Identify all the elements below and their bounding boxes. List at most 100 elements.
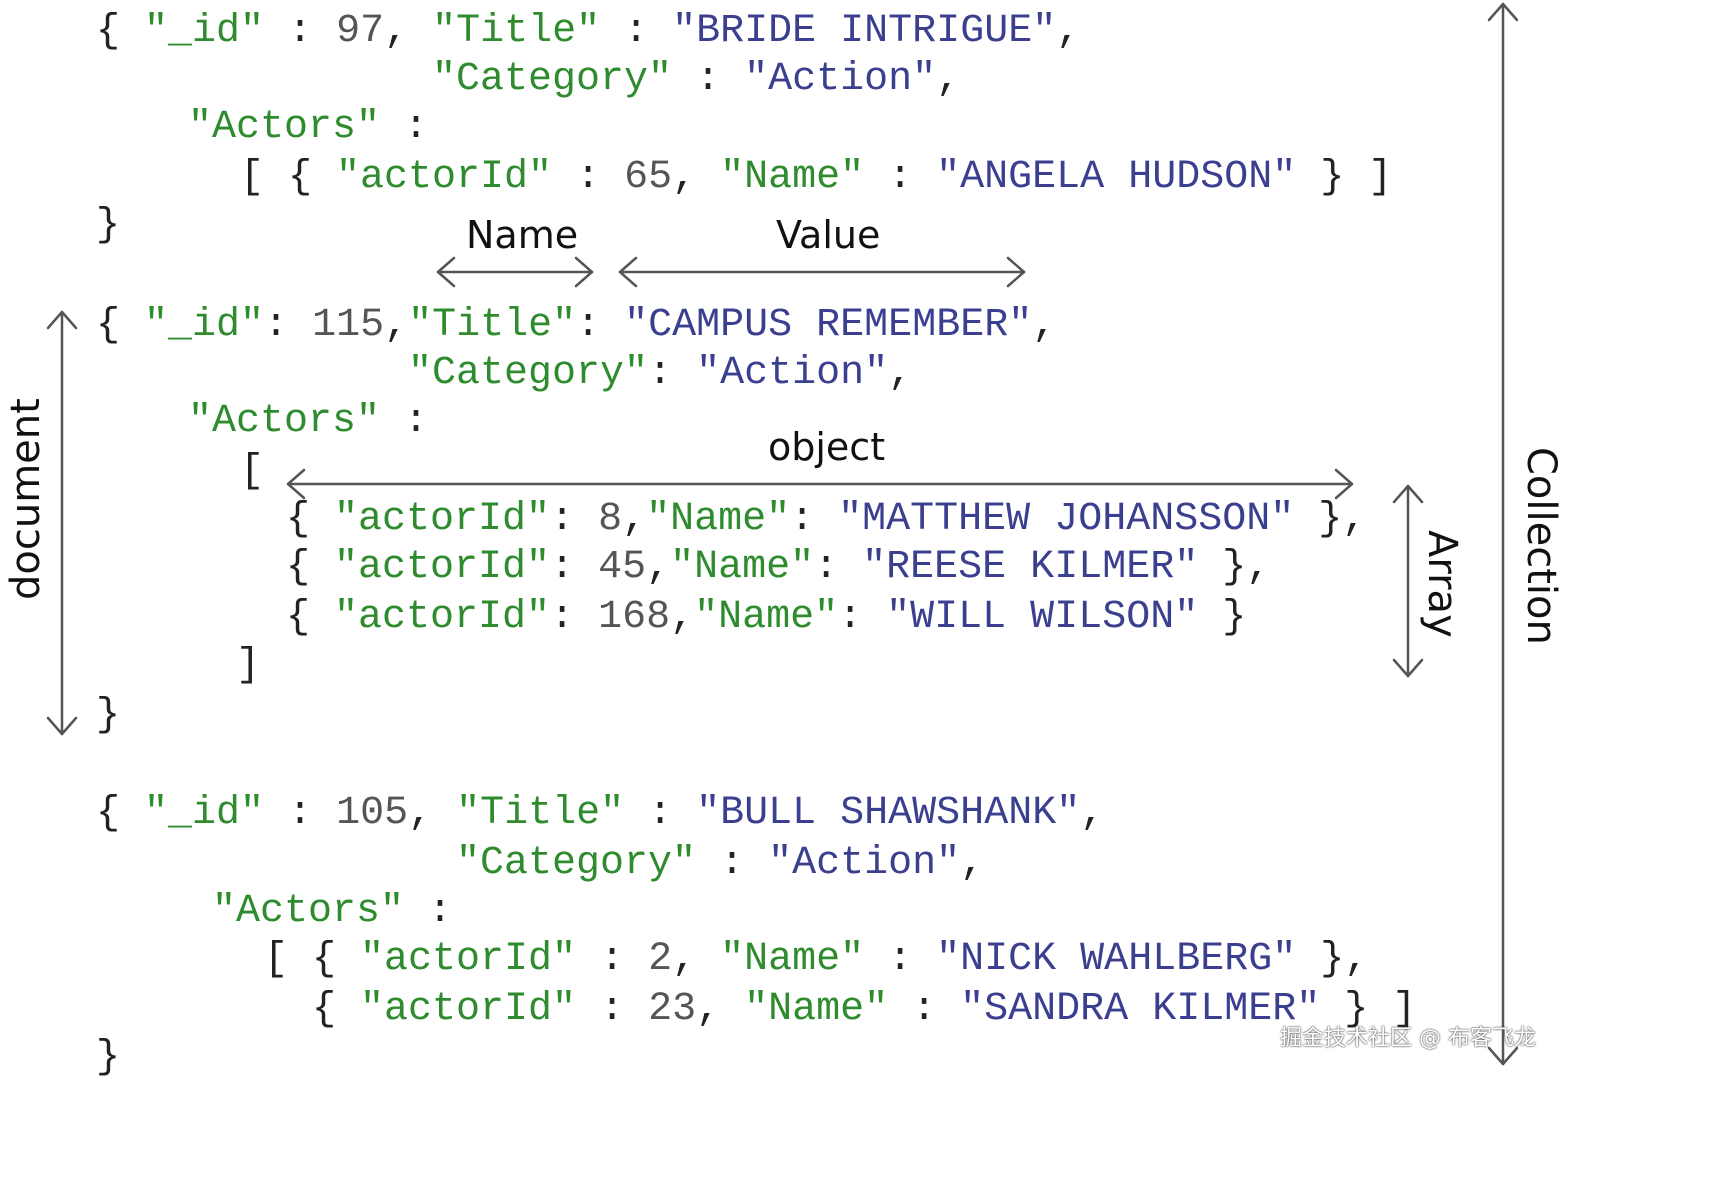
doc2-line7: { "actorId": 168,"Name": "WILL WILSON" } [286, 598, 1246, 638]
json-string: "BULL SHAWSHANK" [696, 791, 1081, 836]
json-string: "CAMPUS REMEMBER" [624, 303, 1033, 348]
doc1-line2: "Category" : "Action", [432, 60, 960, 100]
json-punct: : [672, 57, 745, 102]
json-punct: , [696, 987, 745, 1032]
json-key: "Actors" [188, 105, 381, 150]
json-key: "actorId" [334, 545, 551, 590]
json-key: "Name" [720, 937, 865, 982]
json-punct: , [936, 57, 961, 102]
json-punct: : [550, 545, 599, 590]
json-key: "Name" [694, 595, 839, 640]
json-punct: : [380, 105, 429, 150]
json-key: "Title" [408, 303, 577, 348]
json-key: "Category" [432, 57, 673, 102]
doc3-line3: "Actors" : [212, 892, 452, 932]
json-punct: , [1056, 9, 1081, 54]
json-punct: , [960, 841, 985, 886]
doc2-line6: { "actorId": 45,"Name": "REESE KILMER" }… [286, 548, 1270, 588]
json-key: "actorId" [334, 497, 551, 542]
json-punct: { [96, 791, 145, 836]
collection-arrow [1487, 2, 1519, 1066]
name-arrow [436, 256, 594, 288]
json-string: "BRIDE INTRIGUE" [672, 9, 1057, 54]
doc3-line1: { "_id" : 105, "Title" : "BULL SHAWSHANK… [96, 794, 1104, 834]
json-punct: } ] [1296, 155, 1393, 200]
json-punct: } [1198, 595, 1247, 640]
doc2-line1: { "_id": 115,"Title": "CAMPUS REMEMBER", [96, 306, 1056, 346]
json-punct: : [888, 987, 961, 1032]
json-key: "_id" [144, 791, 265, 836]
json-punct: : [864, 155, 937, 200]
json-punct: } [96, 203, 121, 248]
json-key: "Name" [744, 987, 889, 1032]
json-punct: : [264, 303, 313, 348]
json-punct: , [408, 791, 457, 836]
json-punct: : [550, 595, 599, 640]
json-number: 8 [598, 497, 623, 542]
json-punct: : [380, 399, 429, 444]
watermark-text: 掘金技术社区 @ 布客飞龙 [1280, 1026, 1536, 1051]
doc2-line4: [ [240, 452, 264, 492]
json-string: "ANGELA HUDSON" [936, 155, 1297, 200]
json-punct: [ [240, 449, 265, 494]
json-punct: , [1032, 303, 1057, 348]
name-label: Name [466, 213, 579, 257]
json-number: 2 [648, 937, 673, 982]
array-label: Array [1419, 530, 1465, 638]
json-punct: : [404, 889, 453, 934]
json-string: "Action" [744, 57, 937, 102]
json-punct: : [696, 841, 769, 886]
json-string: "Action" [696, 351, 889, 396]
json-number: 115 [312, 303, 385, 348]
json-punct: }, [1294, 497, 1367, 542]
json-number: 23 [648, 987, 697, 1032]
doc3-line4: [ { "actorId" : 2, "Name" : "NICK WAHLBE… [264, 940, 1368, 980]
json-punct: , [622, 497, 647, 542]
json-punct: [ { [240, 155, 337, 200]
json-key: "actorId" [336, 155, 553, 200]
json-punct: : [576, 987, 649, 1032]
json-punct: }, [1198, 545, 1271, 590]
doc2-line5: { "actorId": 8,"Name": "MATTHEW JOHANSSO… [286, 500, 1366, 540]
json-key: "Title" [456, 791, 625, 836]
json-string: "NICK WAHLBERG" [936, 937, 1297, 982]
json-punct: : [550, 497, 599, 542]
json-string: "WILL WILSON" [886, 595, 1199, 640]
json-punct: { [286, 595, 335, 640]
collection-label: Collection [1518, 447, 1564, 645]
json-string: "MATTHEW JOHANSSON" [838, 497, 1295, 542]
json-key: "Actors" [188, 399, 381, 444]
json-punct: { [312, 987, 361, 1032]
json-punct: : [576, 937, 649, 982]
json-punct: { [286, 545, 335, 590]
json-key: "Name" [670, 545, 815, 590]
json-punct: [ { [264, 937, 361, 982]
json-punct: { [96, 303, 145, 348]
json-key: "Category" [456, 841, 697, 886]
json-punct: , [888, 351, 913, 396]
json-punct: : [624, 791, 697, 836]
json-punct: }, [1296, 937, 1369, 982]
doc1-line1: { "_id" : 97, "Title" : "BRIDE INTRIGUE"… [96, 12, 1080, 52]
json-punct: : [264, 791, 337, 836]
json-number: 168 [598, 595, 671, 640]
json-key: "Name" [720, 155, 865, 200]
json-punct: : [552, 155, 625, 200]
json-punct: : [648, 351, 697, 396]
json-punct: { [96, 9, 145, 54]
json-punct: , [672, 937, 721, 982]
doc3-line2: "Category" : "Action", [456, 844, 984, 884]
json-punct: } ] [1320, 987, 1417, 1032]
json-punct: , [672, 155, 721, 200]
json-key: "actorId" [360, 937, 577, 982]
json-key: "actorId" [360, 987, 577, 1032]
json-punct: : [600, 9, 673, 54]
doc2-line3: "Actors" : [188, 402, 428, 442]
doc3-line5: { "actorId" : 23, "Name" : "SANDRA KILME… [312, 990, 1416, 1030]
json-key: "_id" [144, 9, 265, 54]
document-arrow [46, 310, 78, 736]
doc2-line2: "Category": "Action", [408, 354, 912, 394]
json-key: "_id" [144, 303, 265, 348]
json-punct: : [576, 303, 625, 348]
json-punct: { [286, 497, 335, 542]
